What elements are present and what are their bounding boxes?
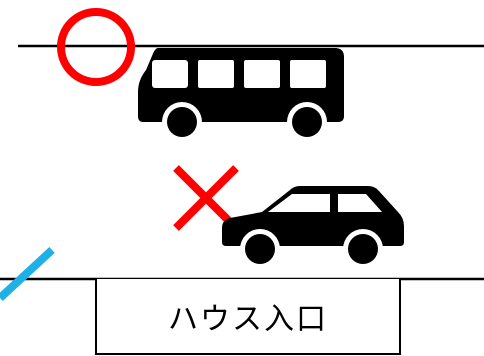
cross-ng-icon xyxy=(173,165,239,231)
blue-diagonal-stroke xyxy=(0,247,55,301)
house-entrance-label: ハウス入口 xyxy=(95,279,401,355)
house-entrance-text: ハウス入口 xyxy=(168,302,328,337)
car-icon xyxy=(222,186,404,269)
bus-icon xyxy=(138,48,344,142)
circle-ok-icon xyxy=(57,8,135,86)
